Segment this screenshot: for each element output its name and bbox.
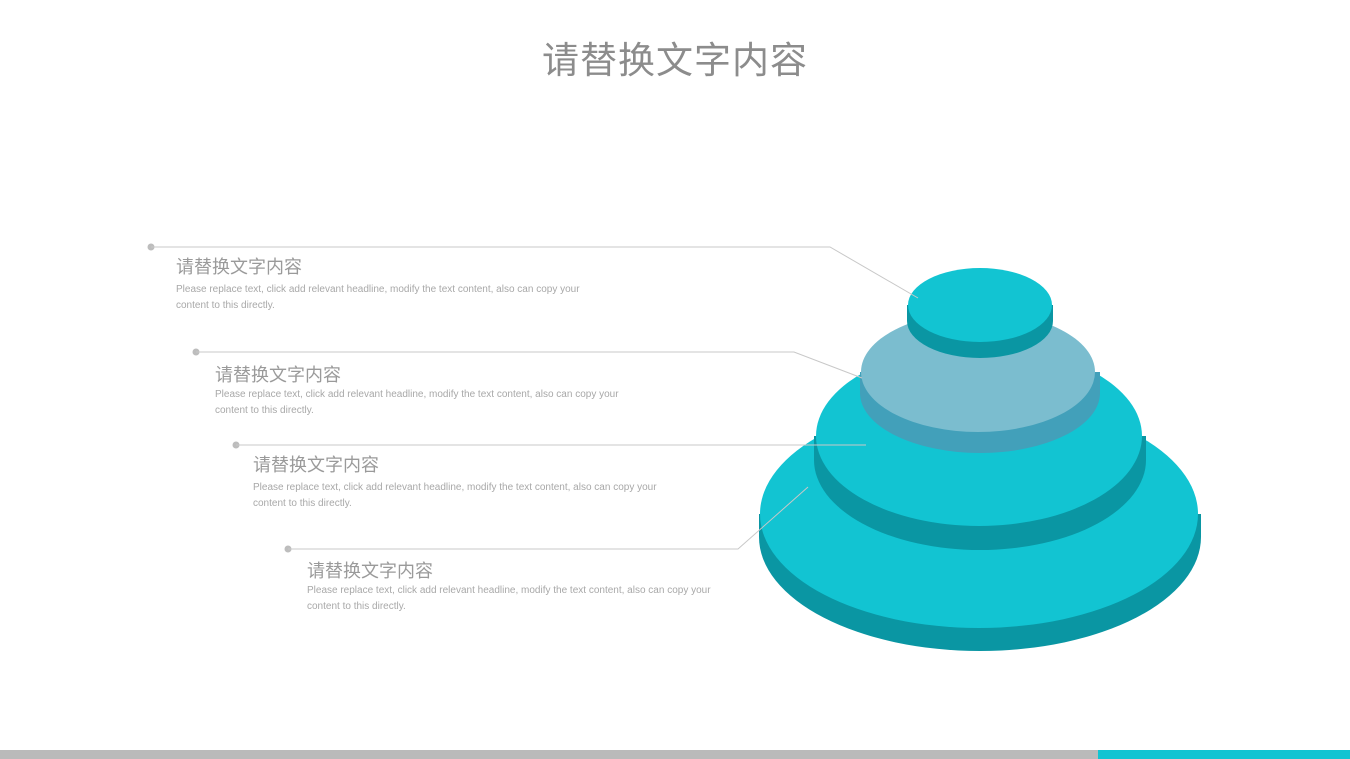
connector-3 [232, 441, 866, 449]
item-title: 请替换文字内容 [215, 365, 341, 386]
pyramid-tier-1 [907, 268, 1053, 358]
connector-2 [192, 348, 863, 379]
page-title: 请替换文字内容 [542, 39, 808, 82]
connector-1 [147, 243, 919, 299]
footer-bar-gray [0, 750, 1098, 759]
footer-bar-accent [1098, 750, 1350, 759]
item-title: 请替换文字内容 [176, 257, 302, 278]
text-item-1: 请替换文字内容 Please replace text, click add r… [176, 257, 596, 314]
item-description: Please replace text, click add relevant … [307, 585, 711, 612]
item-description: Please replace text, click add relevant … [215, 389, 619, 416]
text-item-2: 请替换文字内容 Please replace text, click add r… [215, 365, 635, 419]
item-title: 请替换文字内容 [253, 455, 379, 476]
item-description: Please replace text, click add relevant … [253, 482, 657, 509]
connector-4 [284, 486, 809, 553]
item-description: Please replace text, click add relevant … [176, 284, 580, 311]
text-item-4: 请替换文字内容 Please replace text, click add r… [307, 561, 727, 615]
text-item-3: 请替换文字内容 Please replace text, click add r… [253, 455, 673, 512]
item-title: 请替换文字内容 [307, 561, 433, 582]
pyramid-tier-2 [860, 312, 1100, 453]
